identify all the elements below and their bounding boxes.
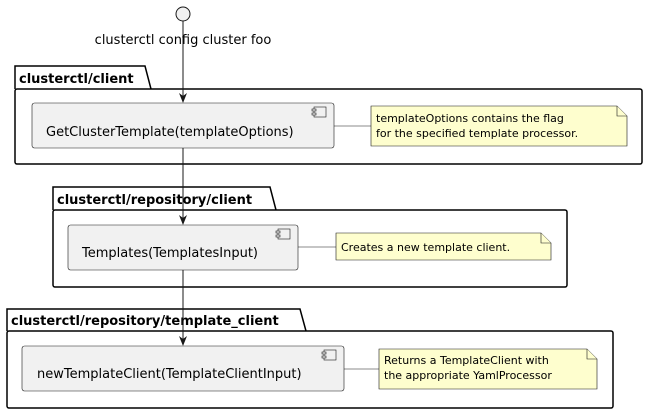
package-template-client: clusterctl/repository/template_client bbox=[6, 308, 614, 409]
component-icon bbox=[321, 349, 337, 361]
component-box bbox=[31, 102, 335, 149]
component-icon bbox=[311, 106, 327, 118]
component-templates: Templates(TemplatesInput) bbox=[67, 224, 299, 271]
note-shape bbox=[378, 348, 598, 390]
component-icon bbox=[275, 228, 291, 240]
note-line: Returns a TemplateClient with bbox=[384, 354, 549, 367]
package-tab bbox=[52, 186, 277, 211]
component-label: newTemplateClient(TemplateClientInput) bbox=[37, 367, 302, 382]
note-fold bbox=[540, 233, 551, 244]
note-shape bbox=[370, 105, 628, 147]
package-name: clusterctl/repository/template_client bbox=[11, 314, 279, 329]
component-box bbox=[21, 345, 345, 392]
component-get-cluster-template: GetClusterTemplate(templateOptions) bbox=[31, 102, 335, 149]
note-creates-template-client: Creates a new template client. bbox=[298, 232, 552, 261]
note-fold bbox=[616, 106, 627, 117]
package-tab bbox=[6, 308, 307, 332]
component-label: Templates(TemplatesInput) bbox=[81, 246, 258, 261]
component-new-template-client: newTemplateClient(TemplateClientInput) bbox=[21, 345, 345, 392]
note-line: for the specified template processor. bbox=[376, 127, 578, 140]
component-label: GetClusterTemplate(templateOptions) bbox=[46, 125, 294, 140]
package-frame bbox=[52, 209, 568, 288]
note-returns-template-client: Returns a TemplateClient with the approp… bbox=[344, 348, 598, 390]
note-template-options: templateOptions contains the flag for th… bbox=[334, 105, 628, 147]
package-frame bbox=[6, 330, 614, 409]
component-box bbox=[67, 224, 299, 271]
note-line: templateOptions contains the flag bbox=[376, 112, 564, 125]
note-shape bbox=[335, 232, 552, 261]
package-frame bbox=[14, 88, 643, 165]
note-fold bbox=[586, 349, 597, 360]
package-name: clusterctl/client bbox=[19, 72, 134, 87]
package-clusterctl-client: clusterctl/client bbox=[14, 65, 643, 165]
note-line: Creates a new template client. bbox=[341, 241, 510, 254]
start-node bbox=[175, 6, 191, 22]
package-name: clusterctl/repository/client bbox=[57, 193, 252, 208]
note-line: the appropriate YamlProcessor bbox=[384, 369, 552, 382]
package-repository-client: clusterctl/repository/client bbox=[52, 186, 568, 288]
package-tab bbox=[14, 65, 152, 90]
